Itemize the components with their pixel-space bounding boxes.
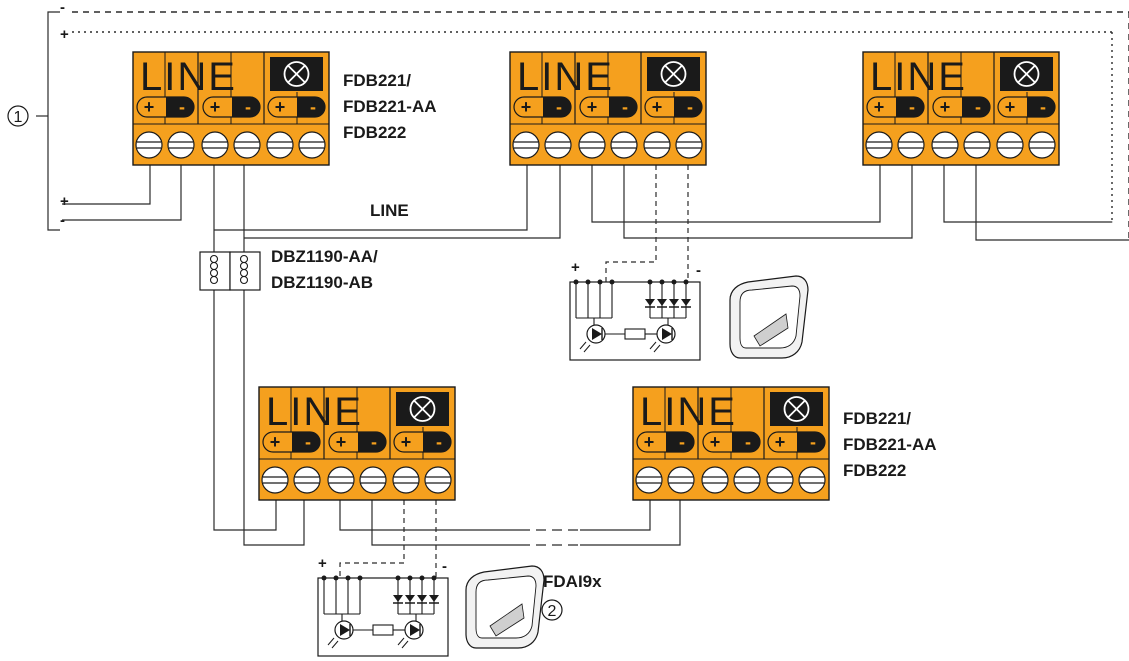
terminal-plus: + [710, 432, 721, 452]
wiring-dashed [520, 529, 580, 546]
svg-text:FDB221/: FDB221/ [343, 71, 411, 90]
svg-text:1: 1 [14, 109, 23, 126]
svg-text:FDB222: FDB222 [843, 461, 906, 480]
module-line-text: LINE [640, 390, 737, 434]
module-top-right: LINE + - + - + - [862, 51, 1060, 166]
terminal-minus: - [975, 97, 981, 117]
svg-text:FDB221/: FDB221/ [843, 409, 911, 428]
svg-text:FDB221-AA: FDB221-AA [343, 97, 437, 116]
wiring [62, 165, 1129, 546]
module-top-middle: LINE + - + - + - [509, 51, 707, 166]
terminal-plus: + [275, 97, 286, 117]
terminal-minus: - [810, 432, 816, 452]
bus-plus-dashed [72, 31, 1113, 222]
module-line-text: LINE [870, 55, 967, 99]
label-isolator: DBZ1190-AA/ DBZ1190-AB [271, 247, 378, 292]
module-bottom-right: LINE + - + - + - [632, 386, 830, 501]
terminal-plus: + [401, 432, 412, 452]
module-line-text: LINE [140, 55, 237, 99]
terminal-minus: - [556, 97, 562, 117]
indicator-circuit-bottom [317, 574, 449, 657]
terminal-minus: - [436, 432, 442, 452]
terminal-minus: - [909, 97, 915, 117]
terminal-plus: + [144, 97, 155, 117]
terminal-minus: - [310, 97, 316, 117]
callout-2: 2 [541, 599, 563, 621]
svg-text:FDB221-AA: FDB221-AA [843, 435, 937, 454]
indicator-top-minus: - [696, 262, 701, 279]
terminal-plus: + [270, 432, 281, 452]
indicator-bottom-minus: - [442, 558, 447, 575]
terminal-minus: - [245, 97, 251, 117]
indicator-circuit-top [569, 278, 701, 361]
indicator-top-plus: + [571, 259, 580, 276]
module-line-text: LINE [266, 390, 363, 434]
terminal-plus: + [1005, 97, 1016, 117]
bus-bracket [36, 11, 60, 231]
input-plus-sign: + [60, 193, 69, 210]
label-bottom-right-model: FDB221/ FDB221-AA FDB222 [843, 409, 937, 480]
indicator-lamp-bottom-icon [465, 565, 545, 649]
terminal-plus: + [775, 432, 786, 452]
indicator-lamp-top-icon [729, 275, 809, 359]
terminal-minus: - [1040, 97, 1046, 117]
terminal-plus: + [874, 97, 885, 117]
terminal-plus: + [940, 97, 951, 117]
label-line-wire: LINE [370, 201, 409, 220]
callout-1: 1 [7, 105, 29, 127]
terminal-minus: - [687, 97, 693, 117]
svg-text:DBZ1190-AA/: DBZ1190-AA/ [271, 247, 378, 266]
terminal-plus: + [652, 97, 663, 117]
terminal-plus: + [521, 97, 532, 117]
terminal-plus: + [210, 97, 221, 117]
terminal-minus: - [679, 432, 685, 452]
label-top-left-model: FDB221/ FDB221-AA FDB222 [343, 71, 437, 142]
indicator-bottom-plus: + [318, 555, 327, 572]
isolator-module [199, 251, 261, 291]
terminal-plus: + [587, 97, 598, 117]
terminal-minus: - [371, 432, 377, 452]
terminal-minus: - [622, 97, 628, 117]
module-top-left: LINE + - + - + - [132, 51, 330, 166]
bus-plus-sign: + [60, 26, 69, 43]
coil-icon [209, 254, 249, 285]
svg-text:DBZ1190-AB: DBZ1190-AB [271, 273, 373, 292]
module-line-text: LINE [517, 55, 614, 99]
terminal-minus: - [745, 432, 751, 452]
svg-text:2: 2 [548, 603, 557, 620]
terminal-minus: - [179, 97, 185, 117]
terminal-plus: + [644, 432, 655, 452]
module-bottom-left: LINE + - + - + - [258, 386, 456, 501]
indicator-wires-top [605, 165, 689, 282]
label-indicator: FDAI9x [543, 572, 602, 591]
bus-minus-sign: - [60, 0, 65, 16]
terminal-plus: + [336, 432, 347, 452]
indicator-wires-bottom [339, 500, 437, 578]
terminal-minus: - [305, 432, 311, 452]
svg-text:FDB222: FDB222 [343, 123, 406, 142]
